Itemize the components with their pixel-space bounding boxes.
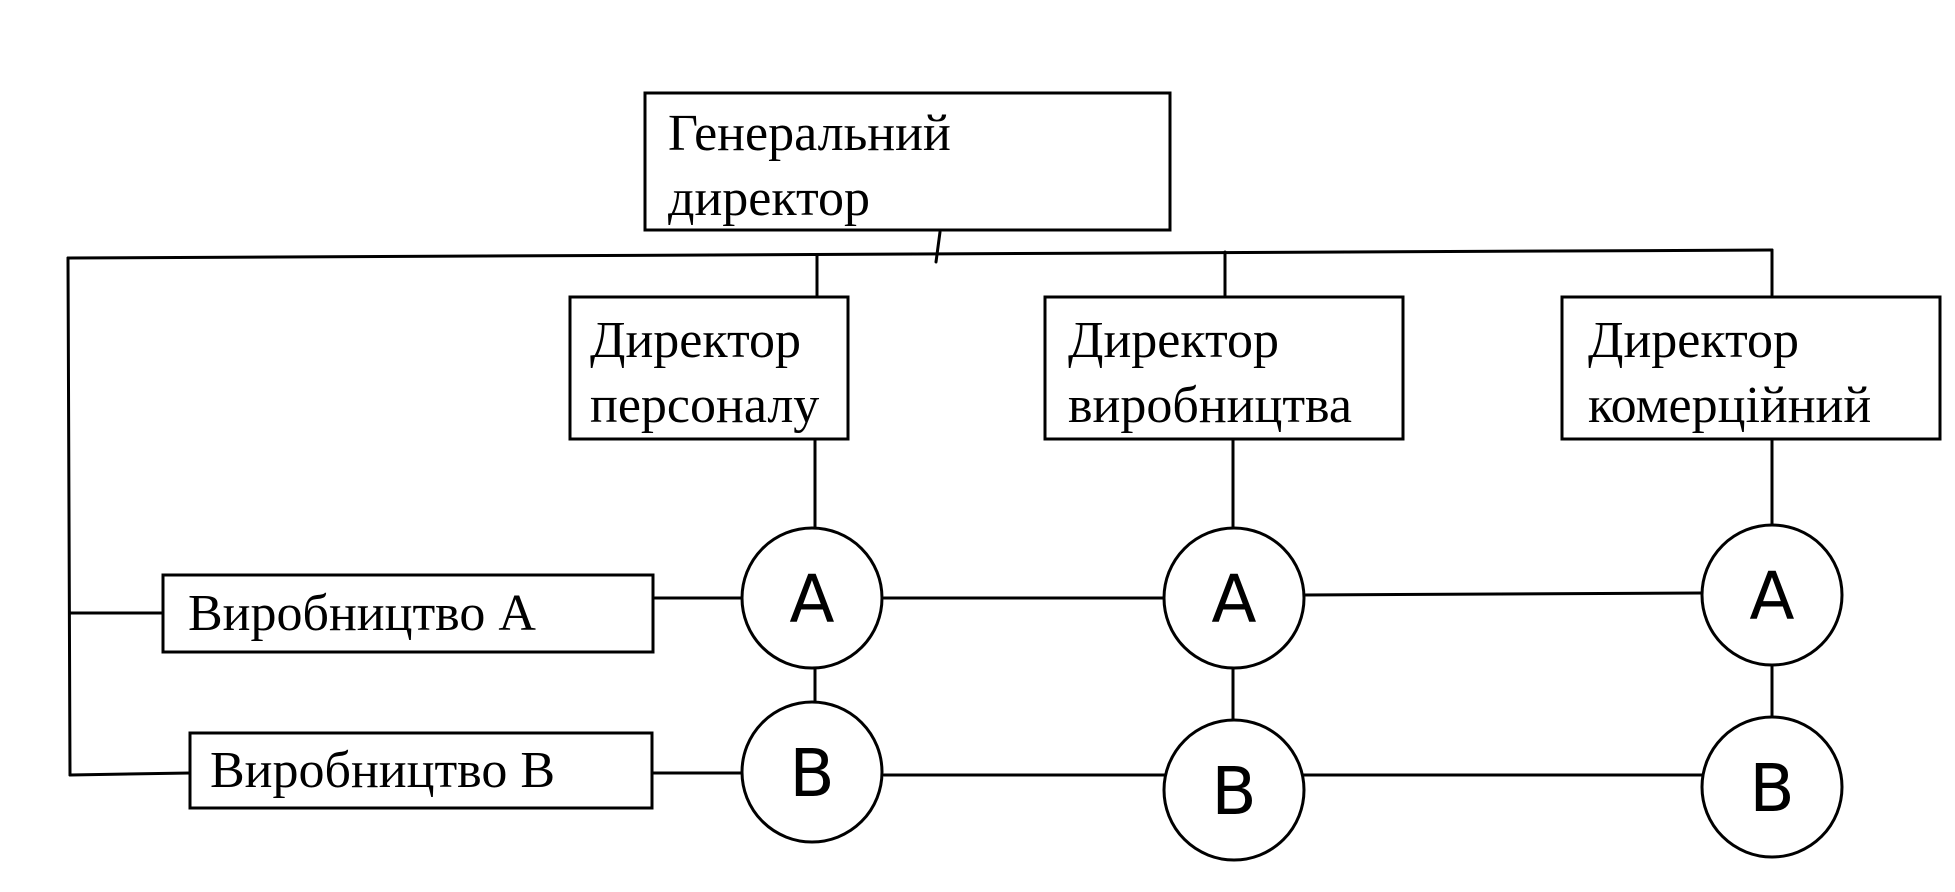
- production-b-label: Виробництво В: [210, 742, 555, 799]
- director-commercial-line1: Директор: [1588, 312, 1799, 369]
- circle-a-commercial-label: A: [1749, 558, 1794, 635]
- connector-spine-prod-b: [68, 771, 192, 777]
- circle-a-personnel-label: A: [789, 561, 834, 638]
- circle-b-production: B: [1162, 718, 1306, 862]
- general-director-line2: директор: [668, 170, 870, 227]
- connector-prod-a-row-3: [1301, 591, 1705, 597]
- circle-b-personnel: B: [740, 700, 884, 844]
- connector-gd-down: [934, 230, 942, 264]
- director-production-line2: виробництва: [1068, 377, 1352, 434]
- circle-b-production-label: B: [1211, 753, 1256, 830]
- box-director-commercial: Директор комерційний: [1560, 295, 1942, 441]
- connector-main-bus: [66, 248, 1774, 260]
- box-production-a: Виробництво А: [161, 573, 655, 654]
- circle-b-commercial-label: B: [1749, 750, 1794, 827]
- connectors: [66, 230, 1774, 777]
- box-production-b: Виробництво В: [188, 731, 654, 810]
- general-director-line1: Генеральний: [668, 105, 951, 162]
- circle-a-production-label: A: [1211, 561, 1256, 638]
- circle-b-commercial: B: [1700, 715, 1844, 859]
- director-commercial-line2: комерційний: [1588, 377, 1871, 434]
- production-a-label: Виробництво А: [188, 585, 536, 642]
- box-director-personnel: Директор персоналу: [568, 295, 850, 441]
- director-personnel-line2: персоналу: [590, 377, 819, 434]
- circle-a-commercial: A: [1700, 523, 1844, 667]
- circle-b-personnel-label: B: [789, 735, 834, 812]
- director-personnel-line1: Директор: [590, 312, 801, 369]
- circle-a-personnel: A: [740, 526, 884, 670]
- circle-a-production: A: [1162, 526, 1306, 670]
- connector-left-spine: [66, 256, 72, 777]
- box-director-production: Директор виробництва: [1043, 295, 1405, 441]
- box-general-director: Генеральний директор: [643, 91, 1172, 232]
- director-production-line1: Директор: [1068, 312, 1279, 369]
